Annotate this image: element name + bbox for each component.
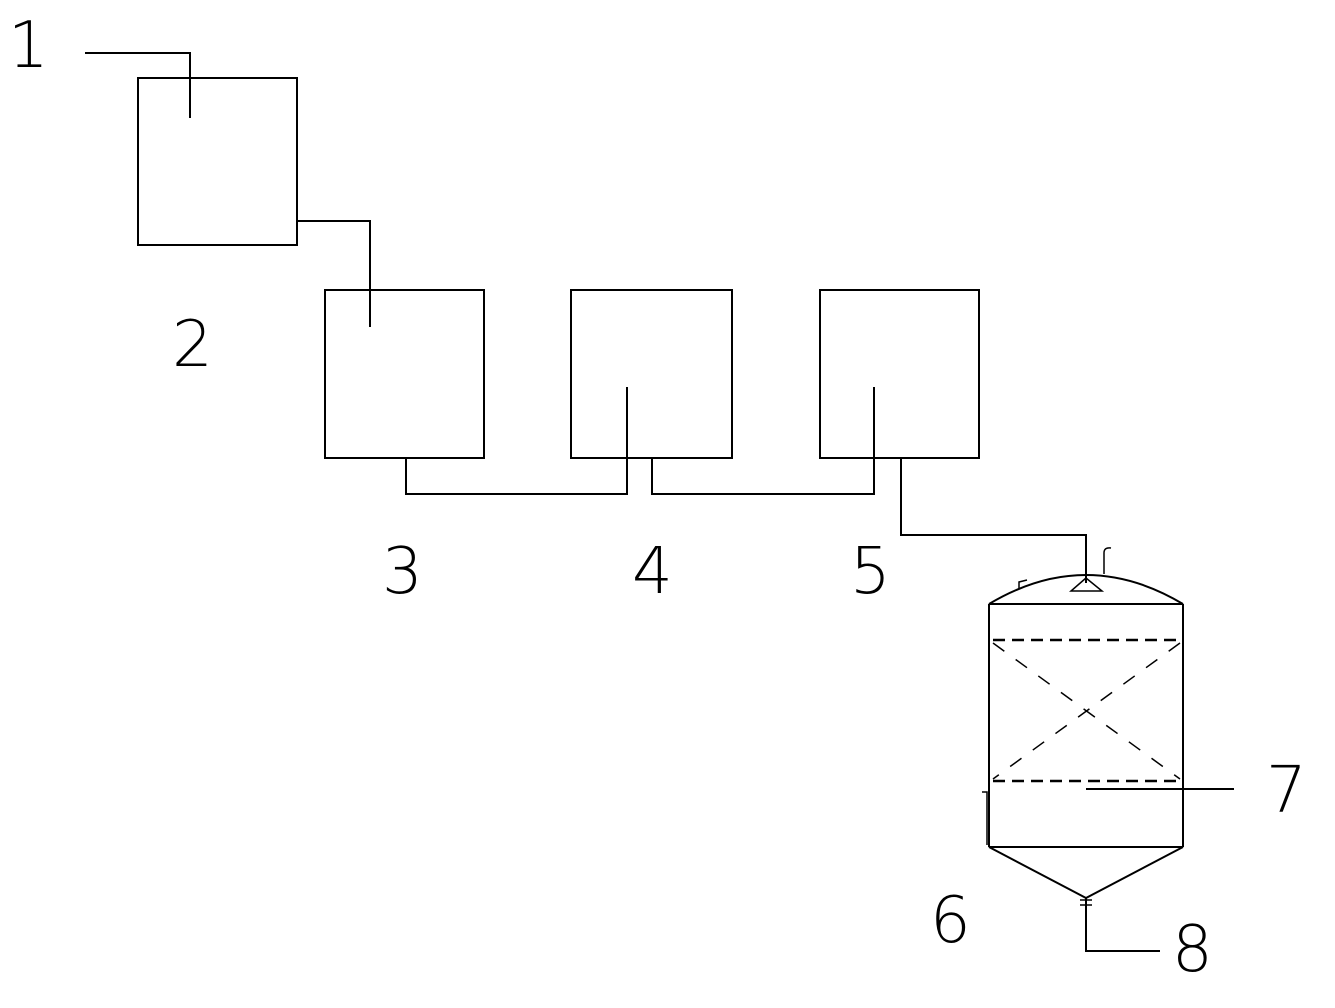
pipe-5-to-vessel [900,458,1087,583]
packing-diagonal-b [992,642,1181,780]
label-5: 5 [850,535,891,609]
unit-2-box [137,77,298,246]
label-4: 4 [632,535,673,609]
side-nozzle [982,791,988,845]
vessel-dome [988,574,1184,605]
unit-4-box [570,289,733,459]
label-1: 1 [8,9,49,83]
pipe-3-to-4 [405,387,628,495]
pipe-4-to-5 [651,387,875,495]
label-2: 2 [172,308,213,382]
unit-3-box [324,289,485,459]
bottom-outlet-pipe [1085,898,1160,952]
unit-5-box [819,289,980,459]
inlet-pipe [85,52,191,118]
label-3: 3 [382,535,423,609]
vessel-cone [988,846,1184,900]
dome-nozzle [1018,579,1028,589]
pipe-2-to-3 [297,220,371,327]
vessel-body [988,603,1184,847]
label-6: 6 [930,884,971,958]
label-8: 8 [1172,913,1213,987]
inlet-distributor [1068,577,1105,592]
vent-hook [1103,547,1112,574]
label-7: 7 [1266,754,1307,828]
